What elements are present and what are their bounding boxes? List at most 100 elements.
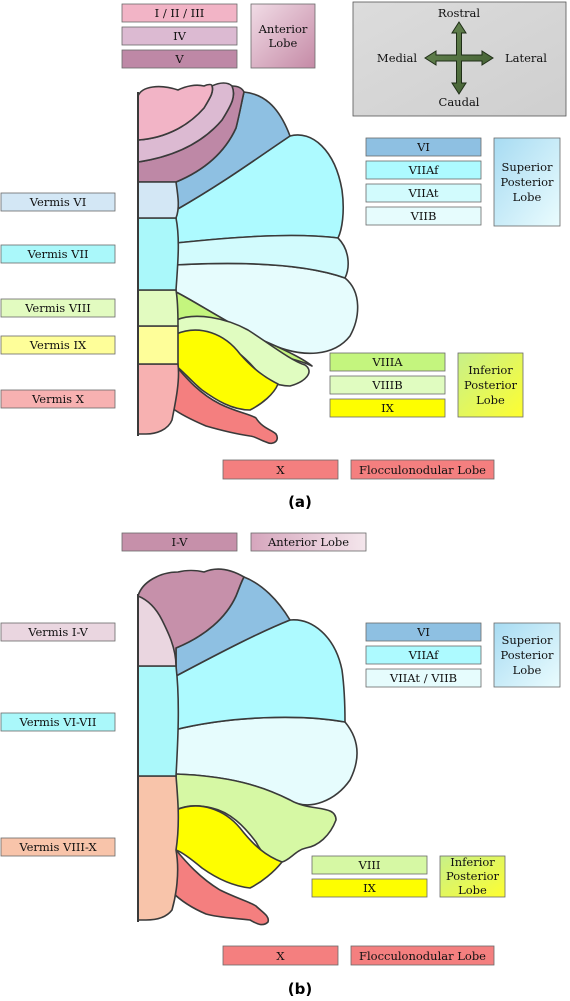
legend-box-I-V [121,532,238,552]
region-a-X [171,365,279,445]
panel-b-caption: (b) [288,980,312,998]
compass-caudal-label: Caudal [439,95,480,109]
panel-a-anterior-legend: I / II / III IV V Anterior Lobe [121,3,316,69]
region-b-vermis-I-V [137,595,177,667]
legend-label-vermis-VI: Vermis VI [29,195,87,209]
panel-a-superior-legend: VI VIIAf VIIAt VIIB Superior Posterior L… [365,137,561,227]
legend-label-vermis-X: Vermis X [31,392,85,406]
legend-box-vermis-VI [0,192,116,212]
region-b-vermis-VIII-X [137,775,180,921]
region-a-VIIAt [173,234,349,279]
region-a-vermis-VI [137,181,180,219]
legend-box-I-II-III [121,3,238,23]
region-a-vermis-IX [137,325,179,365]
legend-label-vermis-IX: Vermis IX [29,338,87,352]
legend-box-V [121,49,238,69]
anterior-lobe-group-box [250,3,316,69]
four-way-arrow-icon [424,21,494,95]
superior-posterior-b-label-line1: Superior [501,633,553,647]
region-a-vermis-VIII [137,289,179,327]
legend-box-b-VIII [311,855,428,875]
anterior-lobe-b-label: Anterior Lobe [267,535,349,549]
region-a-vermis-VII [137,217,180,291]
legend-box-vermis-VI-VII [0,712,116,732]
legend-label-VIIIB: VIIIB [371,378,402,392]
superior-posterior-b-label-line2: Posterior [500,648,554,662]
panel-a-inferior-legend: VIIIA VIIIB IX Inferior Posterior Lobe [329,352,524,418]
anterior-lobe-label-line1: Anterior [258,22,308,36]
legend-box-X [222,459,339,480]
legend-label-vermis-VIII-X: Vermis VIII-X [18,840,97,854]
legend-box-vermis-VIII-X [0,837,116,857]
region-a-I-III [137,83,214,141]
inferior-posterior-label-line2: Posterior [464,378,518,392]
superior-posterior-label-line2: Posterior [500,175,554,189]
superior-posterior-label-line1: Superior [501,160,553,174]
legend-label-b-X: X [276,949,285,963]
legend-label-VIIAt: VIIAt [407,186,438,200]
region-b-vermis-VI-VII [137,665,180,777]
panel-b-vermis-legend: Vermis I-V Vermis VI-VII Vermis VIII-X [0,622,116,857]
legend-box-b-VI [365,622,482,642]
legend-box-vermis-VIII [0,298,116,318]
inferior-posterior-b-label-line1: Inferior [450,855,495,869]
legend-label-I-II-III: I / II / III [155,6,205,20]
legend-label-b-VI: VI [416,625,430,639]
region-a-IX [175,329,279,411]
legend-box-vermis-IX [0,335,116,355]
panel-b: I-V Anterior Lobe Vermis I-V Vermis VI-V… [0,532,561,998]
orientation-compass: Rostral Caudal Medial Lateral [352,1,567,117]
inferior-posterior-b-label-line3: Lobe [458,883,487,897]
legend-label-vermis-I-V: Vermis I-V [27,625,88,639]
inferior-posterior-lobe-group-box [457,352,524,418]
region-b-IX [175,805,283,889]
legend-box-VIIAf [365,160,482,180]
legend-label-I-V: I-V [172,535,189,549]
legend-box-vermis-I-V [0,622,116,642]
legend-box-IX [329,398,446,418]
legend-label-vermis-VIII: Vermis VIII [24,301,91,315]
compass-medial-label: Medial [377,51,417,65]
panel-b-anterior-legend: I-V Anterior Lobe [121,532,367,552]
legend-label-b-VIIAt-VIIB: VIIAt / VIIB [389,671,457,685]
anterior-lobe-label-line2: Lobe [269,36,298,50]
legend-label-VIIAf: VIIAf [408,163,439,177]
superior-posterior-label-line3: Lobe [513,190,542,204]
legend-label-vermis-VI-VII: Vermis VI-VII [19,715,97,729]
legend-label-IX: IX [381,401,395,415]
panel-b-superior-legend: VI VIIAf VIIAt / VIIB Superior Posterior… [365,622,561,688]
legend-box-VIIIA [329,352,446,372]
legend-box-b-VIIAt-VIIB [365,668,482,688]
superior-posterior-b-label-line3: Lobe [513,663,542,677]
flocculonodular-lobe-label: Flocculonodular Lobe [359,463,486,477]
legend-box-VIIAt [365,183,482,203]
legend-label-IV: IV [173,29,187,43]
legend-box-b-VIIAf [365,645,482,665]
legend-box-VIIB [365,206,482,226]
legend-label-vermis-VII: Vermis VII [26,247,88,261]
inferior-posterior-label-line1: Inferior [468,363,513,377]
panel-a-vermis-legend: Vermis VI Vermis VII Vermis VIII Vermis … [0,192,116,409]
flocculonodular-lobe-group-box [350,459,495,480]
legend-box-b-X [222,945,339,966]
inferior-posterior-b-label-line2: Posterior [446,869,500,883]
legend-label-V: V [174,52,184,66]
panel-a-flocculonodular-legend: X Flocculonodular Lobe [222,459,495,480]
legend-label-VIIIA: VIIIA [371,355,403,369]
panel-b-cerebellum-map [137,568,358,926]
legend-label-X: X [276,463,285,477]
panel-a-cerebellum-map [137,82,359,445]
panel-a-caption: (a) [288,493,312,511]
compass-rostral-label: Rostral [438,6,480,20]
flocculonodular-lobe-b-group-box [350,945,495,966]
region-b-VIII [175,773,337,863]
region-b-X [171,849,270,926]
compass-lateral-label: Lateral [505,51,547,65]
legend-label-VI: VI [416,140,430,154]
superior-posterior-b-group-box [493,622,561,688]
legend-label-VIIB: VIIB [410,209,437,223]
legend-label-b-VIII: VIII [358,858,381,872]
legend-label-b-VIIAf: VIIAf [408,648,439,662]
legend-box-vermis-VII [0,244,116,264]
